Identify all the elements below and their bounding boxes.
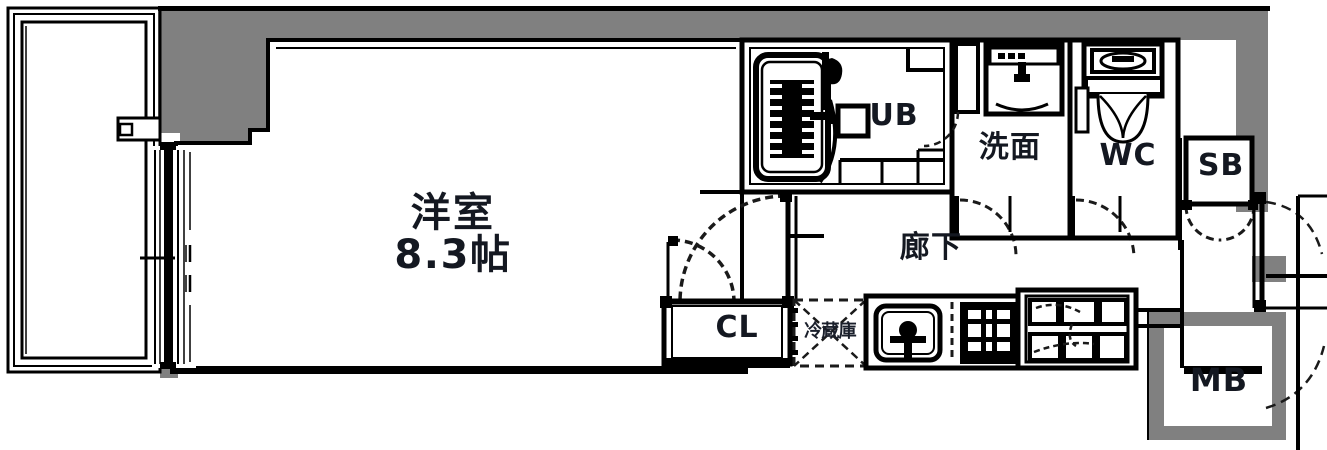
hallway [742,190,1178,300]
kitchen-sink-icon [873,303,943,363]
balcony-sliding-door [116,116,196,369]
vanity-sink-icon [983,41,1065,117]
kitchen-counter [863,293,1021,371]
unit-bath-room [739,37,955,195]
toilet-room [1067,37,1181,259]
entry-door [1252,192,1327,450]
shoe-box [1178,135,1258,250]
balcony [6,6,162,374]
refrigerator-space [790,298,868,368]
gas-stove-icon [960,302,1018,364]
right-walls [1147,40,1262,440]
genkan [1015,240,1184,371]
closet [660,296,794,368]
bathtub-icon [770,80,814,158]
toilet-icon [1081,41,1165,144]
